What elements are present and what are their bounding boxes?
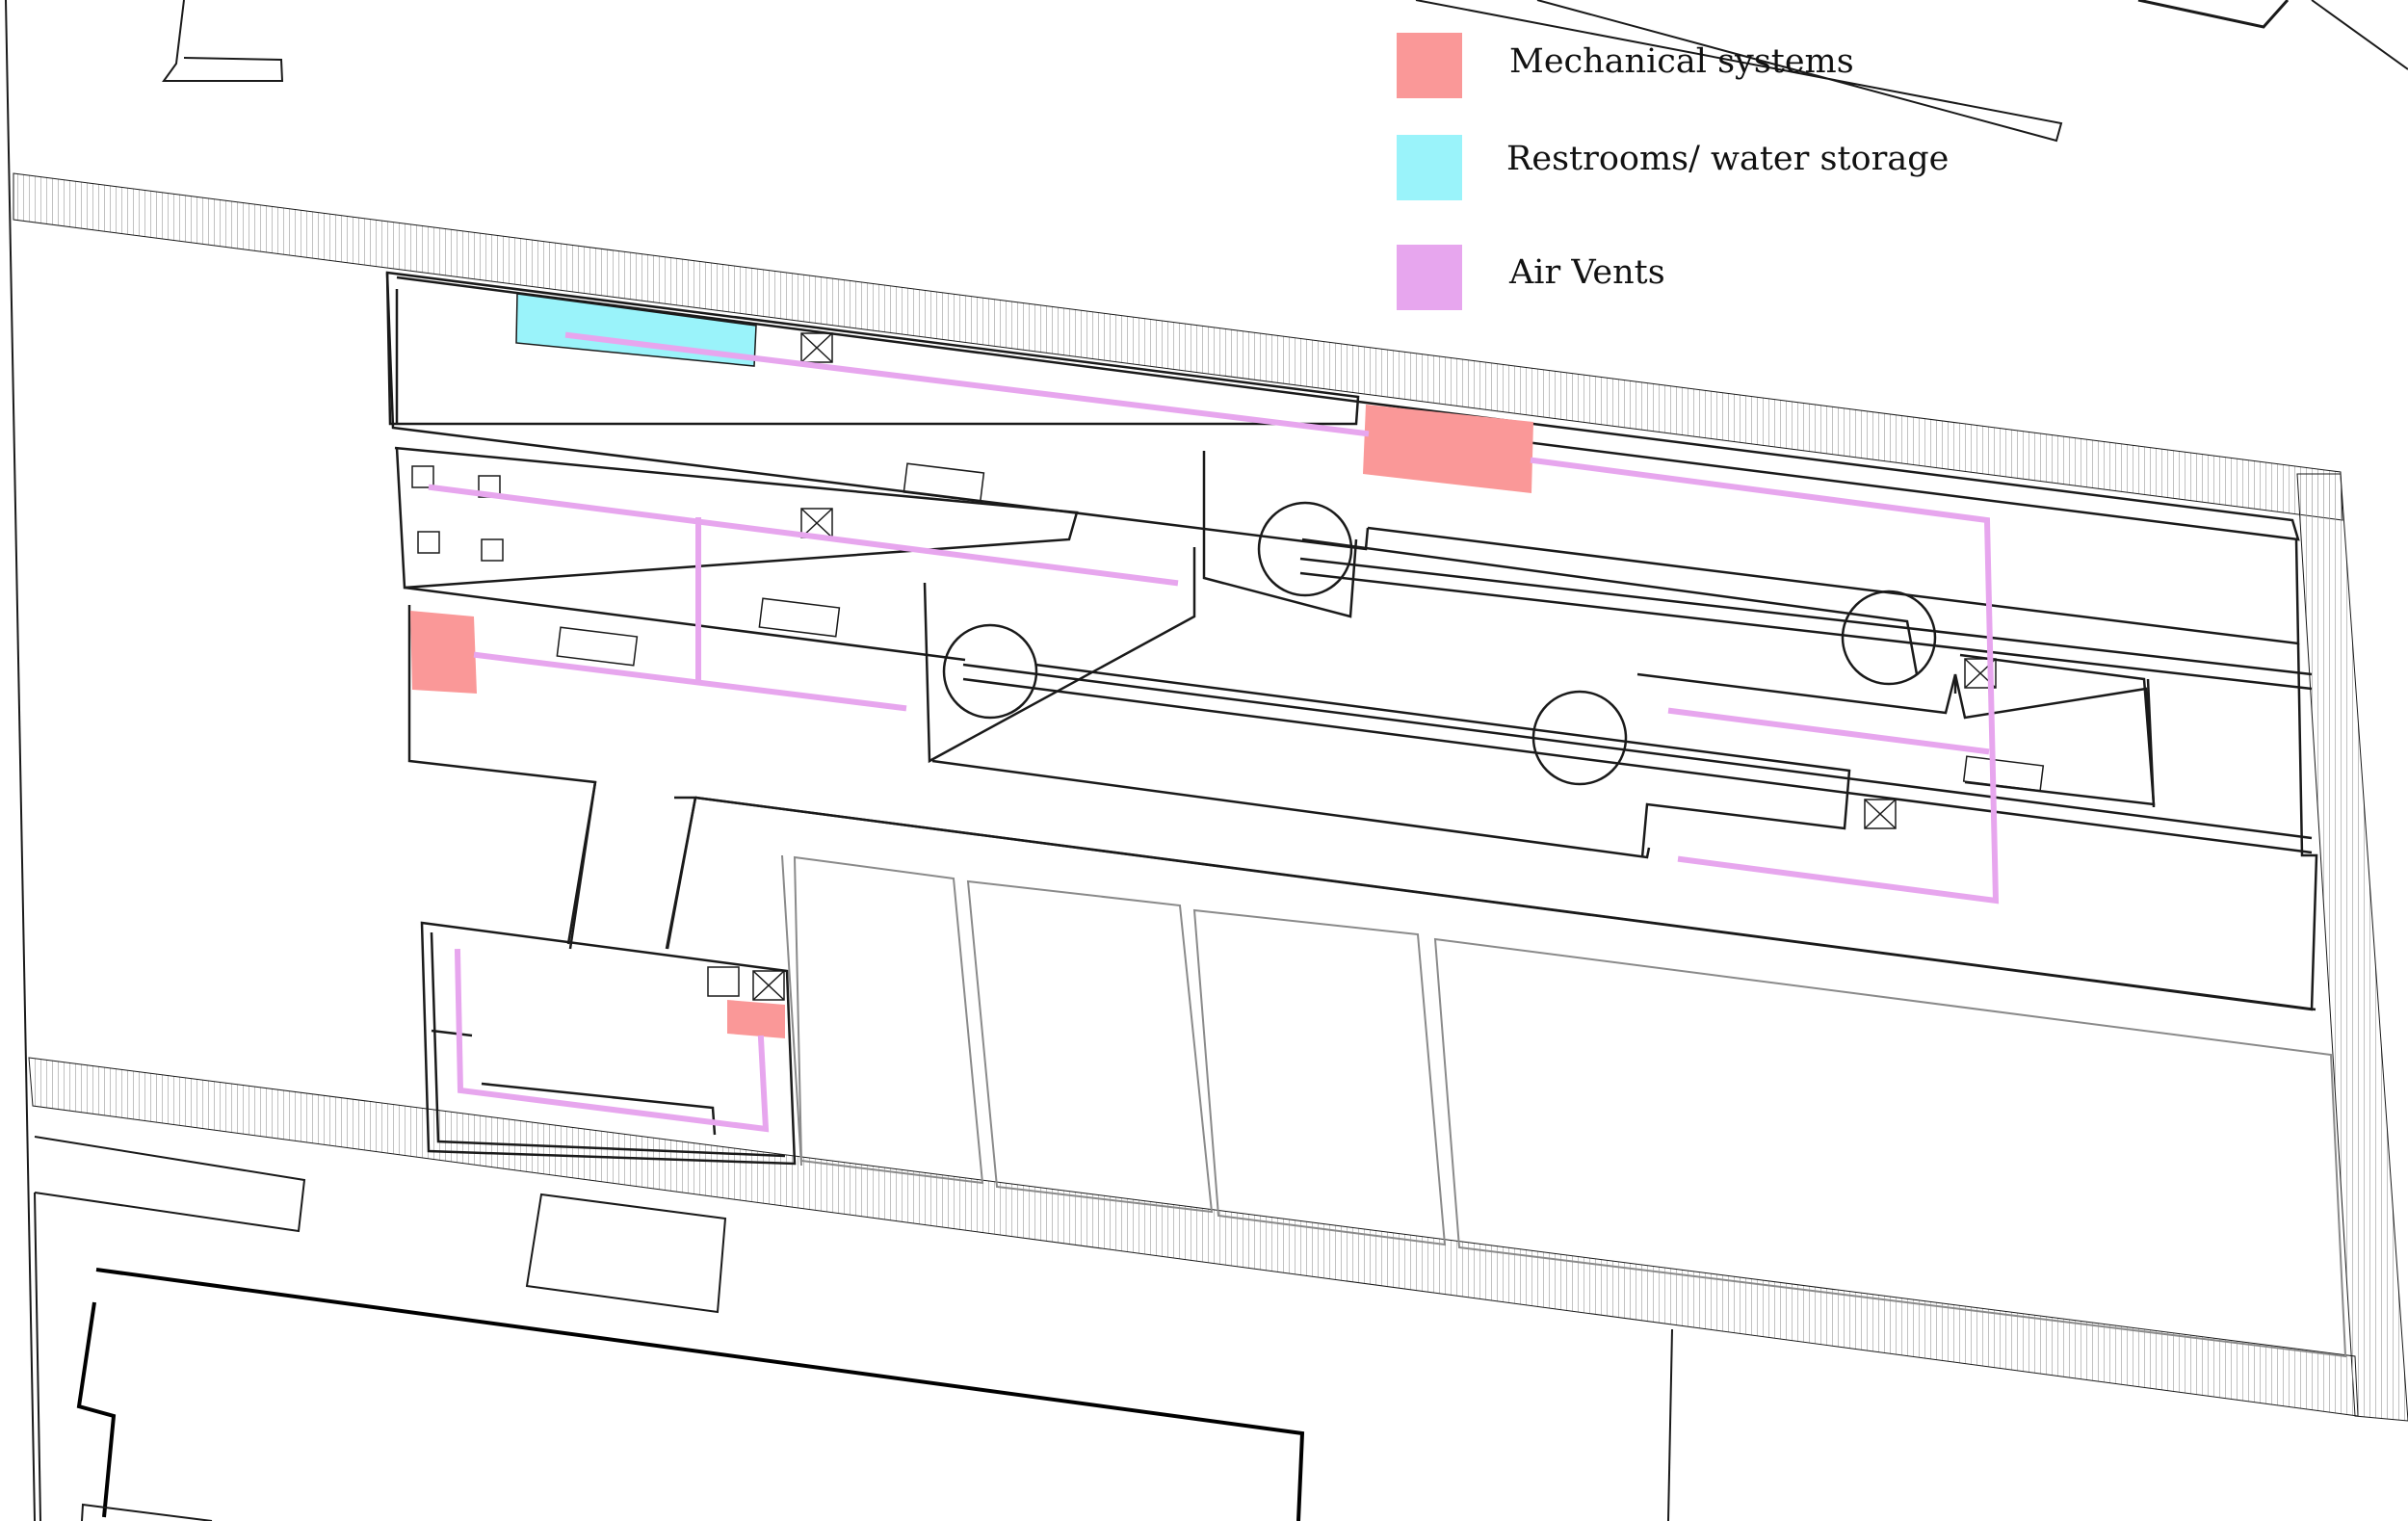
stair-2 xyxy=(758,597,841,638)
road-edge-top xyxy=(1415,0,2063,143)
parking-lots xyxy=(781,854,2347,1358)
air-vent-ducts xyxy=(428,331,2000,1133)
connector-right xyxy=(666,797,697,950)
stair-3 xyxy=(556,626,639,667)
mechanical-zone-left xyxy=(410,611,477,694)
corridor-upper-1 xyxy=(1202,451,1358,618)
lower-block-inner xyxy=(430,931,786,1158)
corridor-track-d xyxy=(1299,571,2313,691)
lot-1 xyxy=(793,855,984,1185)
corridor-track-b xyxy=(962,677,2313,854)
top-wing-long-wall xyxy=(1367,526,2300,645)
vent-duct-5 xyxy=(473,651,907,712)
corridor-track-a xyxy=(962,663,2313,840)
restroom-zones xyxy=(515,293,757,367)
legend-label-vents: Air Vents xyxy=(1509,253,1665,292)
platform-rotunda-3 xyxy=(1531,690,1628,786)
columns xyxy=(411,465,504,562)
upper-hatch-band xyxy=(13,172,2343,521)
lower-hatch-band xyxy=(28,1057,2359,1417)
mechanical-zones xyxy=(410,405,1533,1038)
middle-wing-lower xyxy=(404,586,966,662)
lot-2 xyxy=(966,879,1214,1214)
lower-building-outline xyxy=(95,1268,1305,1521)
platform-rotunda-2 xyxy=(942,623,1038,720)
legend-label-mechanical: Mechanical systems xyxy=(1509,42,1854,81)
platform-rotunda-4 xyxy=(1841,590,1937,686)
lower-boundary xyxy=(34,1192,41,1521)
vent-duct-6 xyxy=(1667,707,1990,755)
stair-5 xyxy=(707,966,740,997)
right-end-room xyxy=(1959,653,2156,806)
stairs-and-doors xyxy=(411,332,2045,1001)
corridor-mid-1 xyxy=(923,547,1196,764)
corridor-mid-2 xyxy=(1034,663,1851,858)
top-wing-wall xyxy=(385,272,1370,551)
legend xyxy=(1397,33,1462,310)
top-wing-outline xyxy=(385,271,1360,426)
corridor-track-c xyxy=(1299,557,2313,676)
lot-edge xyxy=(781,854,802,1167)
stair-4 xyxy=(1962,755,2045,792)
corridor-right-box xyxy=(1636,672,1957,715)
stair-1 xyxy=(903,462,985,503)
main-hall-lower-wall xyxy=(694,642,2318,1011)
station-structure xyxy=(385,271,2318,1166)
lot-4 xyxy=(1433,937,2347,1358)
platform-rotunda-1 xyxy=(1257,501,1353,597)
corridor-upper-2 xyxy=(1301,538,1919,675)
site-context xyxy=(5,0,2408,1521)
vent-duct-1 xyxy=(564,331,1370,437)
top-right-road xyxy=(2311,0,2408,70)
legend-swatch-vents xyxy=(1397,245,1462,310)
vent-duct-7 xyxy=(454,948,770,1133)
right-hatch-band xyxy=(2296,473,2408,1422)
lower-block-rooms xyxy=(481,1082,717,1136)
right-end-divider xyxy=(2146,678,2156,808)
vent-duct-2 xyxy=(1530,457,2000,905)
vent-duct-3 xyxy=(428,484,1179,587)
mechanical-zone-top xyxy=(1363,405,1533,493)
small-structure-top xyxy=(162,0,284,82)
legend-swatch-restrooms xyxy=(1397,135,1462,200)
kiosk-outline xyxy=(525,1193,727,1314)
legend-swatch-mechanical xyxy=(1397,33,1462,98)
site-boundary-left xyxy=(5,0,36,1521)
corridor-right-end xyxy=(1953,673,2152,743)
top-wing-upper-platform xyxy=(396,275,2300,541)
top-right-building xyxy=(2137,0,2290,29)
plaza-left-edge xyxy=(34,1136,306,1233)
elevator-marks xyxy=(752,332,1997,1001)
mechanical-zone-lower xyxy=(727,1000,785,1038)
restroom-zone xyxy=(515,293,757,367)
corridor-lower xyxy=(931,759,1651,859)
connector-left xyxy=(568,781,597,950)
lower-building-left xyxy=(76,1301,117,1518)
main-hall-bottom xyxy=(694,796,2316,1011)
main-hall-outline xyxy=(407,605,597,945)
legend-label-restrooms: Restrooms/ water storage xyxy=(1506,140,1950,178)
middle-wing-outline xyxy=(394,446,1079,590)
hatched-bands xyxy=(13,172,2408,1422)
lower-block-wall xyxy=(431,1029,473,1037)
lower-road-divider xyxy=(1667,1328,1673,1521)
lot-3 xyxy=(1192,908,1447,1246)
lower-block-outline xyxy=(420,921,797,1166)
lower-building-stub xyxy=(81,1503,213,1521)
